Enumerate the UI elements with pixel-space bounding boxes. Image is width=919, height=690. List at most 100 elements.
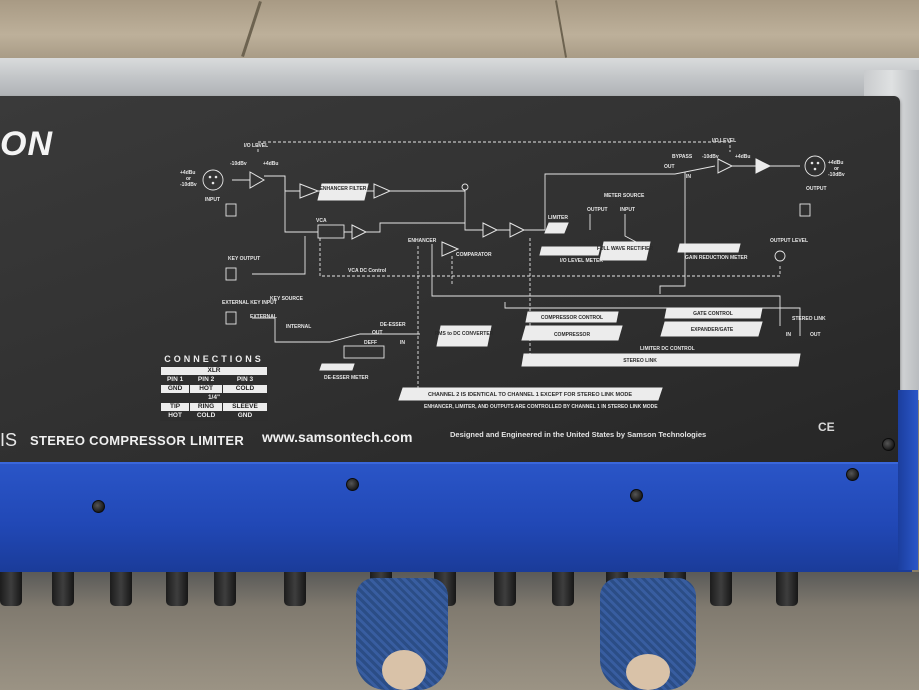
io-level-link-line [257,141,731,152]
channel2-note-bar [398,387,663,401]
key-output-jack [225,267,237,281]
external-key-input-jack [225,311,237,325]
input-small-label: INPUT [620,207,635,213]
connections-title: CONNECTIONS [164,354,264,364]
full-wave-rectifier-box [599,241,651,261]
input-level-note: -10dBv [180,182,197,188]
output-label: OUTPUT [806,186,827,192]
enhancer-amp [299,183,320,199]
full-wave-label: FULL WAVE RECTIFIER [597,246,654,252]
input-trs-jack [225,203,237,217]
ce-mark: CE [818,420,835,434]
key-line [252,236,420,343]
knob [52,572,74,606]
output-level-note: -10dBv [828,172,845,178]
expander-gate-box [660,321,763,337]
mix-amp-1 [482,222,499,238]
stereo-link-bar-label: STEREO LINK [623,358,657,364]
signal-flow-diagram: ENHANCER FILTER FULL WAVE RECTIFIER RMS … [180,138,845,410]
output-trs-jack [799,203,811,217]
vca-amp [351,224,368,240]
io-level-meter-label: I/O LEVEL METER [560,258,603,264]
sidechain-line [431,244,801,336]
knob [552,572,574,606]
de-esser-label: DE-ESSER [380,322,406,328]
deff-box [343,345,385,359]
channel2-note: CHANNEL 2 IS IDENTICAL TO CHANNEL 1 EXCE… [428,392,632,398]
model-suffix: IS [0,430,18,450]
stereo-link-out-label: OUT [810,332,821,338]
vca-label: VCA [316,218,327,224]
input-amp [249,171,266,189]
external-key-input-label: EXTERNAL KEY INPUT [222,300,277,306]
enhancer-feed-line [284,176,465,233]
table-row: TIP RING SLEEVE [159,402,269,412]
input-label: INPUT [205,197,220,203]
bypass-line [659,172,686,294]
io-level-meter-box [539,246,601,256]
enhancer-amp-2 [373,183,392,199]
comparator-amp [441,241,460,257]
rail-screw [630,489,643,502]
rail-screw [846,468,859,481]
input-level-note: +4dBu [180,170,195,176]
enhancer-filter-label: ENHANCER FILTER [320,186,367,192]
foot [382,650,426,690]
stereo-link-bar [521,353,801,367]
output-level-note: or [834,166,839,172]
jack-pin [211,181,215,185]
jack-pin [813,167,817,171]
blue-side-rail [898,390,918,570]
jack-pin [208,175,212,179]
knob [214,572,236,606]
enhancer-note: ENHANCER, LIMITER, AND OUTPUTS ARE CONTR… [424,404,658,410]
table-row: PIN 1 PIN 2 PIN 3 [159,375,269,385]
gate-control-box [664,307,763,319]
output-amp [717,158,734,174]
de-esser-out-label: OUT [372,330,383,336]
rail-screw [92,500,105,513]
minus10-out-label: -10dBv [702,154,719,160]
de-esser-meter-box [319,363,355,371]
internal-label: INTERNAL [286,324,311,330]
jack-pin [816,161,820,165]
aluminum-rack-rail [0,58,919,100]
enhancer-filter-box [317,183,369,201]
output-level-pot [774,250,786,262]
stereo-link-in-label: IN [786,332,791,338]
rms-dc-box [436,325,492,347]
deff-label: DEFF [364,340,377,346]
vca-dc-control-label: VCA DC Control [348,268,387,274]
blue-front-rail [0,462,912,574]
minus10-in-label: -10dBv [230,161,247,167]
gate-control-label: GATE CONTROL [693,311,733,317]
connections-table: XLR PIN 1 PIN 2 PIN 3 GND HOT COLD 1/4" … [159,366,269,421]
trs-value: GND [221,411,269,421]
output-level-label: OUTPUT LEVEL [770,238,808,244]
output-small-label: OUTPUT [587,207,608,213]
compressor-label: COMPRESSOR [554,332,591,338]
enhancer-label: ENHANCER [408,238,437,244]
summing-node [461,183,469,191]
de-esser-in-label: IN [400,340,405,346]
external-label: EXTERNAL [250,314,277,320]
expander-gate-label: EXPANDER/GATE [691,327,734,333]
output-driver [755,158,772,174]
io-level-out-label: I/O LEVEL [712,138,736,144]
product-label: STEREO COMPRESSOR LIMITER [30,433,245,448]
knob [0,572,22,606]
compressor-box [521,325,623,341]
jack-pin [214,175,218,179]
limiter-label: LIMITER [548,215,568,221]
trs-value: HOT [159,411,191,421]
meter-source-line [589,214,641,245]
in-label: IN [686,174,691,180]
limiter-box [544,222,569,234]
limiter-dc-control-label: LIMITER DC CONTROL [640,346,695,352]
bypass-label: BYPASS [672,154,693,160]
foot [626,654,670,690]
vca-box [317,224,345,239]
gain-reduction-label: GAIN REDUCTION METER [685,255,748,261]
out-label: OUT [664,164,675,170]
input-level-note: or [186,176,191,182]
